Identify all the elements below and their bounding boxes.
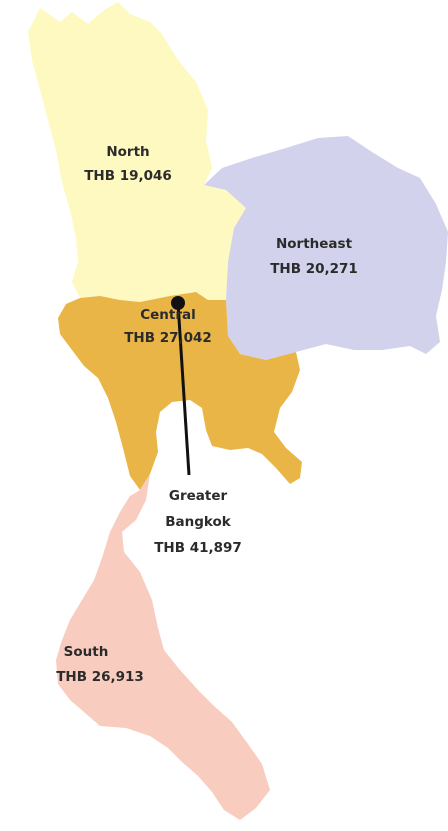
region-value-north: THB 19,046	[84, 168, 172, 184]
region-value-central: THB 27,042	[124, 330, 212, 346]
region-central[interactable]	[58, 292, 302, 490]
region-name-south: South	[64, 644, 109, 660]
region-value-northeast: THB 20,271	[270, 261, 358, 277]
region-name-bangkok-line1: Greater	[169, 488, 228, 504]
region-value-south: THB 26,913	[56, 669, 144, 685]
region-northeast[interactable]	[204, 136, 448, 360]
region-south[interactable]	[56, 474, 270, 820]
bangkok-marker[interactable]	[171, 296, 185, 310]
region-name-central: Central	[140, 307, 196, 323]
region-north[interactable]	[28, 2, 246, 302]
region-value-bangkok: THB 41,897	[154, 540, 242, 556]
region-name-northeast: Northeast	[276, 236, 353, 252]
region-name-north: North	[106, 144, 149, 160]
region-name-bangkok-line2: Bangkok	[165, 514, 232, 530]
bangkok-leader-line	[176, 302, 191, 476]
